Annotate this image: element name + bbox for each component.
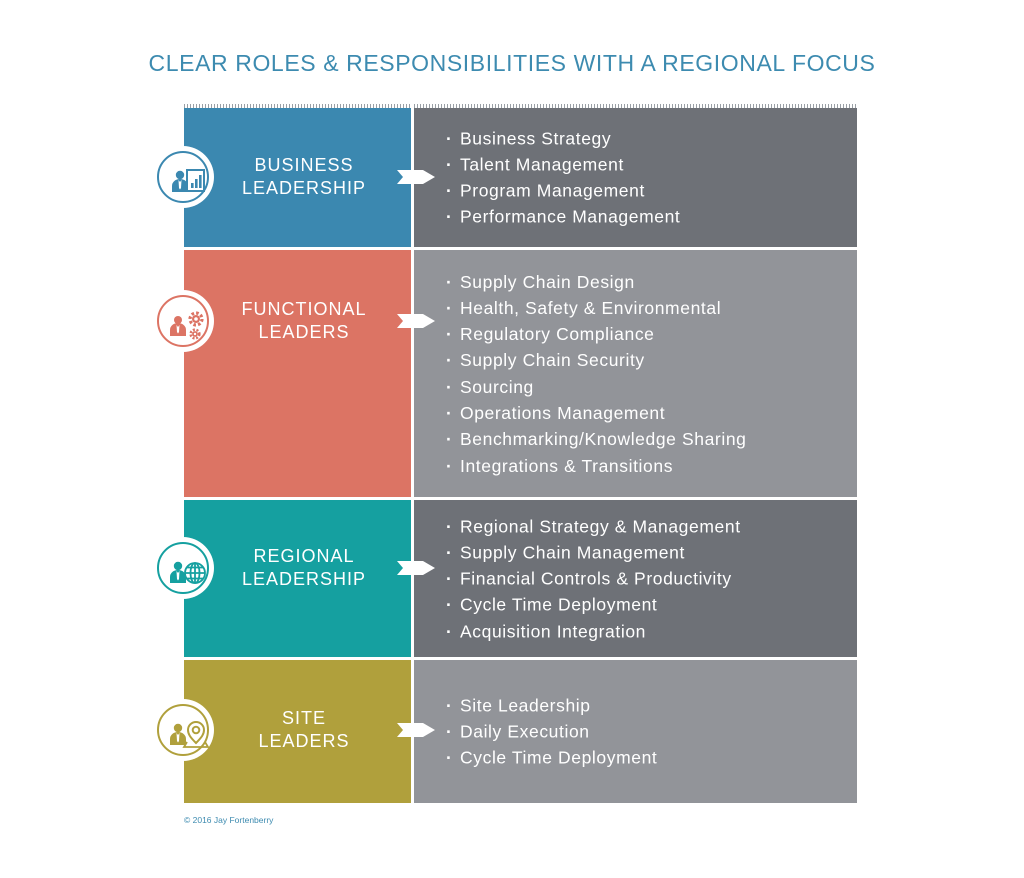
- list-item: Site Leadership: [460, 692, 657, 718]
- list-item: Supply Chain Security: [460, 347, 747, 373]
- role-row: REGIONAL LEADERSHIP Regional Strategy & M…: [152, 500, 857, 657]
- icon-ring: [157, 542, 209, 594]
- role-label-line: FUNCTIONAL: [241, 299, 367, 319]
- list-item: Business Strategy: [460, 125, 680, 151]
- role-label-line: LEADERSHIP: [241, 569, 367, 589]
- role-icon-badge: [152, 699, 214, 761]
- arrow-right-icon: [397, 168, 437, 186]
- responsibilities-panel: Regional Strategy & ManagementSupply Cha…: [414, 500, 857, 657]
- responsibilities-list: Supply Chain DesignHealth, Safety & Envi…: [460, 268, 747, 478]
- list-item: Health, Safety & Environmental: [460, 295, 747, 321]
- list-item: Benchmarking/Knowledge Sharing: [460, 426, 747, 452]
- role-label-line: LEADERS: [258, 731, 350, 751]
- role-label: FUNCTIONAL LEADERS: [224, 298, 384, 344]
- role-panel: REGIONAL LEADERSHIP: [152, 500, 411, 657]
- responsibilities-list: Regional Strategy & ManagementSupply Cha…: [460, 513, 741, 644]
- list-item: Performance Management: [460, 204, 680, 230]
- decorative-ruler-left: [184, 104, 411, 111]
- role-icon-badge: [152, 290, 214, 352]
- role-row: BUSINESS LEADERSHIP Business StrategyTale…: [152, 108, 857, 247]
- role-label-line: REGIONAL: [253, 546, 355, 566]
- responsibilities-panel: Business StrategyTalent ManagementProgra…: [414, 108, 857, 247]
- responsibilities-list: Site LeadershipDaily ExecutionCycle Time…: [460, 692, 657, 771]
- arrow-right-icon: [397, 721, 437, 739]
- list-item: Acquisition Integration: [460, 618, 741, 644]
- page-title: CLEAR ROLES & RESPONSIBILITIES WITH A RE…: [148, 50, 876, 76]
- role-icon-badge: [152, 146, 214, 208]
- role-label-line: LEADERS: [258, 322, 350, 342]
- list-item: Regional Strategy & Management: [460, 513, 741, 539]
- list-item: Regulatory Compliance: [460, 321, 747, 347]
- role-panel: FUNCTIONAL LEADERS: [152, 250, 411, 497]
- list-item: Supply Chain Management: [460, 539, 741, 565]
- role-label: BUSINESS LEADERSHIP: [224, 154, 384, 200]
- role-label-line: LEADERSHIP: [241, 178, 367, 198]
- icon-ring: [157, 295, 209, 347]
- role-label: REGIONAL LEADERSHIP: [224, 545, 384, 591]
- role-label-line: SITE: [281, 708, 326, 728]
- list-item: Sourcing: [460, 374, 747, 400]
- role-label: SITE LEADERS: [224, 707, 384, 753]
- list-item: Supply Chain Design: [460, 268, 747, 294]
- responsibilities-panel: Supply Chain DesignHealth, Safety & Envi…: [414, 250, 857, 497]
- copyright-notice: © 2016 Jay Fortenberry: [184, 815, 274, 825]
- responsibilities-list: Business StrategyTalent ManagementProgra…: [460, 125, 680, 230]
- role-panel: SITE LEADERS: [152, 660, 411, 803]
- icon-ring: [157, 704, 209, 756]
- role-row: SITE LEADERS Site LeadershipDaily Executi…: [152, 660, 857, 803]
- arrow-right-icon: [397, 559, 437, 577]
- list-item: Cycle Time Deployment: [460, 745, 657, 771]
- list-item: Operations Management: [460, 400, 747, 426]
- responsibilities-panel: Site LeadershipDaily ExecutionCycle Time…: [414, 660, 857, 803]
- role-row: FUNCTIONAL LEADERS Supply Chain DesignHea…: [152, 250, 857, 497]
- list-item: Financial Controls & Productivity: [460, 565, 741, 591]
- role-label-line: BUSINESS: [254, 155, 354, 175]
- icon-ring: [157, 151, 209, 203]
- list-item: Integrations & Transitions: [460, 452, 747, 478]
- list-item: Daily Execution: [460, 718, 657, 744]
- list-item: Talent Management: [460, 151, 680, 177]
- role-panel: BUSINESS LEADERSHIP: [152, 108, 411, 247]
- list-item: Program Management: [460, 178, 680, 204]
- arrow-right-icon: [397, 312, 437, 330]
- decorative-ruler-right: [414, 104, 857, 111]
- list-item: Cycle Time Deployment: [460, 592, 741, 618]
- role-icon-badge: [152, 537, 214, 599]
